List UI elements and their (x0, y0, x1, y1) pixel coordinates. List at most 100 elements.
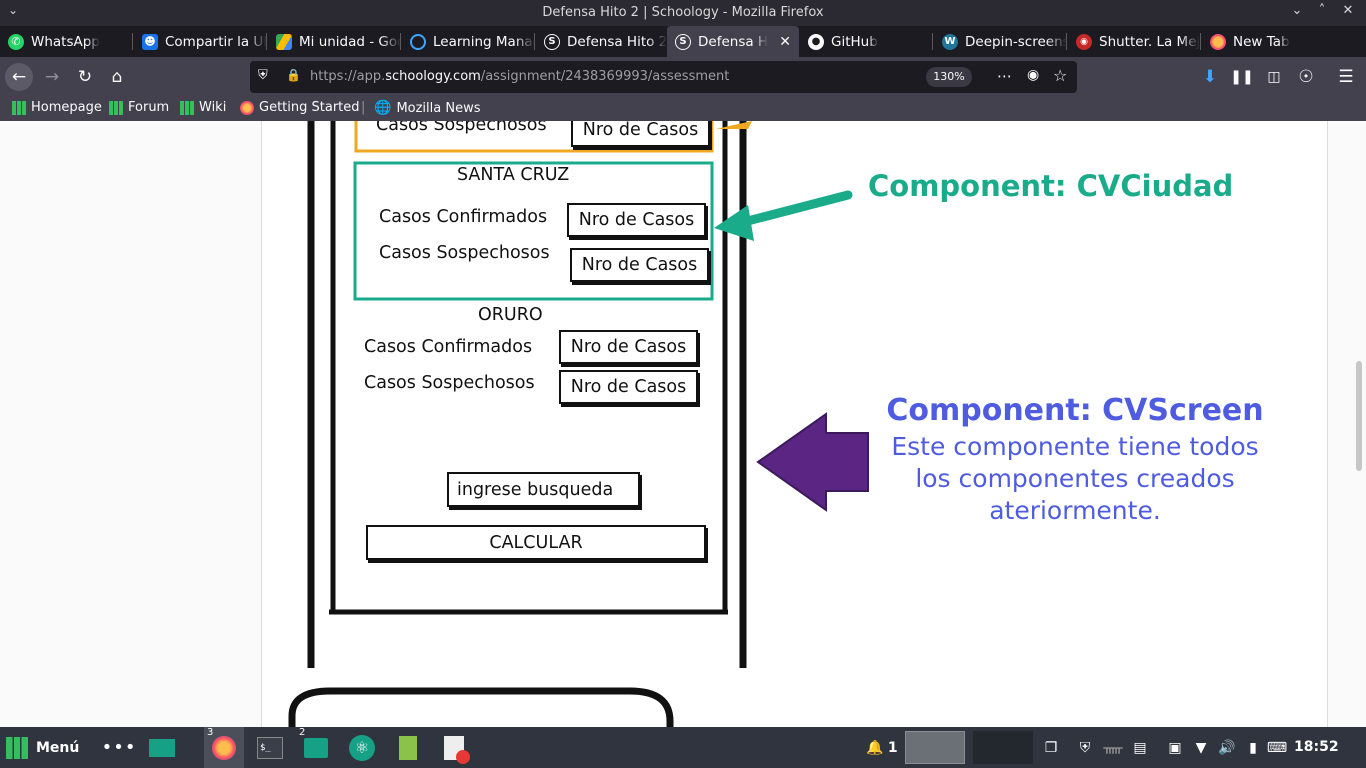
tab-label: WhatsApp (31, 33, 100, 50)
tab-deepin[interactable]: W Deepin-screens (934, 26, 1067, 57)
close-window-icon[interactable]: ✕ (1342, 3, 1354, 18)
tab-defensa-hito-active[interactable]: S Defensa Hito ✕ (667, 26, 799, 57)
github-icon: ● (808, 33, 824, 50)
loading-icon (410, 33, 426, 50)
keyboard-icon[interactable]: ⌨ (1266, 739, 1288, 756)
maximize-icon[interactable]: ˄ (1318, 3, 1326, 18)
green-arrow-shaft (735, 190, 853, 228)
bell-icon: 🔔 (866, 739, 884, 756)
lock-icon[interactable]: 🔒 (286, 68, 301, 82)
taskbar-atom[interactable]: ⚛ (342, 727, 382, 768)
sc-confirmed-label: Casos Confirmados (379, 207, 548, 227)
cvscreen-description: Este componente tiene todos los componen… (880, 431, 1270, 527)
scrollbar[interactable] (1356, 361, 1362, 471)
left-gutter (0, 121, 262, 727)
manjaro-logo-icon (6, 736, 28, 759)
cvscreen-annotation: Component: CVScreen (886, 393, 1264, 428)
tab-learning[interactable]: Learning Manag (402, 26, 535, 57)
clock[interactable]: 18:52 (1294, 739, 1339, 755)
bookmark-label: Homepage (31, 100, 102, 115)
shield-icon[interactable]: ⛨ (258, 68, 268, 83)
taskbar-files[interactable]: 2 (296, 727, 336, 768)
update-shield-icon[interactable]: ⛨ (1079, 739, 1091, 756)
manjaro-icon (109, 100, 123, 115)
bookmark-getting-started[interactable]: Getting Started (240, 100, 360, 115)
tab-defensa-hito-2[interactable]: S Defensa Hito 2 (536, 26, 667, 57)
account-icon[interactable]: ☉ (1298, 67, 1314, 87)
reload-button[interactable]: ↻ (77, 67, 93, 87)
forward-button[interactable]: → (44, 67, 60, 87)
downloads-icon[interactable]: ⬇ (1202, 67, 1218, 87)
bookmark-label: Wiki (199, 100, 227, 115)
text-editor-icon (444, 735, 470, 764)
tab-compartir[interactable]: ☻ Compartir la UR (134, 26, 267, 57)
window-switcher-icon[interactable]: ❐ (1044, 739, 1058, 756)
zoom-level[interactable]: 130% (926, 67, 972, 87)
or-confirmed-value: Nro de Casos (559, 330, 698, 364)
manjaro-icon (180, 100, 194, 115)
bookmark-separator: | (361, 100, 366, 115)
url-path: /assignment/2438369993/assessment (480, 69, 730, 84)
sc-confirmed-value: Nro de Casos (567, 203, 706, 237)
tab-shutter[interactable]: ◉ Shutter. La Mej (1068, 26, 1201, 57)
bookmark-star-icon[interactable]: ☆ (1053, 66, 1068, 85)
atom-icon: ⚛ (349, 734, 375, 761)
files-window-count: 2 (299, 727, 306, 738)
close-tab-icon[interactable]: ✕ (779, 33, 791, 50)
tab-label: Compartir la UR (165, 33, 267, 50)
mockup-image (288, 121, 869, 727)
show-desktop-icon[interactable] (144, 727, 180, 768)
battery-icon[interactable]: ▮ (1249, 739, 1257, 756)
city-oruro: ORURO (478, 305, 543, 325)
bluetooth-icon[interactable]: ᚅ (1103, 739, 1123, 756)
wifi-icon[interactable]: ▼ (1195, 739, 1207, 756)
page-actions-icon[interactable]: ⋯ (997, 67, 1012, 85)
taskbar-archive[interactable] (388, 727, 428, 768)
bookmark-homepage[interactable]: Homepage (12, 100, 102, 115)
library-icon[interactable]: ❚❚ (1230, 69, 1254, 85)
minimize-icon[interactable]: ⌄ (1291, 3, 1303, 18)
tab-new-tab[interactable]: New Tab (1202, 26, 1328, 57)
terminal-icon: $_ (257, 736, 283, 759)
green-arrow-head (714, 205, 754, 241)
menu-icon[interactable]: ☰ (1338, 67, 1354, 87)
or-confirmed-label: Casos Confirmados (364, 337, 533, 357)
url-text[interactable]: https://app.schoology.com/assignment/243… (310, 69, 729, 84)
taskbar-editor[interactable] (434, 727, 474, 768)
workspace-number: 1 (887, 739, 898, 756)
volume-icon[interactable]: 🔊 (1218, 739, 1236, 756)
taskbar-firefox[interactable]: 3 (204, 727, 244, 768)
tab-whatsapp[interactable]: ✆ WhatsApp (0, 26, 133, 57)
start-menu-button[interactable]: Menú (6, 727, 86, 768)
tab-mi-unidad[interactable]: Mi unidad - Goo (268, 26, 401, 57)
taskbar-terminal[interactable]: $_ (250, 727, 290, 768)
screenshot-icon[interactable]: ▣ (1168, 739, 1182, 756)
folder-icon (304, 737, 328, 758)
sidebar-icon[interactable]: ◫ (1267, 69, 1281, 85)
tab-label: Deepin-screens (965, 33, 1067, 50)
tab-github[interactable]: ● GitHub (800, 26, 933, 57)
back-button[interactable]: ← (5, 63, 33, 91)
tab-label: New Tab (1233, 33, 1290, 50)
globe-icon: 🌐 (374, 100, 392, 116)
city-santa-cruz: SANTA CRUZ (457, 165, 570, 185)
workspace-1[interactable] (904, 727, 966, 768)
or-suspected-value: Nro de Casos (559, 370, 698, 404)
tab-label: Learning Manag (433, 33, 535, 50)
bookmark-forum[interactable]: Forum (109, 100, 169, 115)
tab-label: Shutter. La Mej (1099, 33, 1201, 50)
bookmark-mozilla-news[interactable]: 🌐 Mozilla News (374, 100, 481, 116)
tab-label: Defensa Hito 2 (567, 33, 667, 50)
clipboard-icon[interactable]: ▤ (1133, 739, 1147, 756)
app-grid-icon[interactable]: ••• (101, 737, 137, 758)
home-button[interactable]: ⌂ (111, 67, 123, 87)
notifications-indicator[interactable]: 🔔 1 (864, 727, 900, 768)
sc-suspected-value: Nro de Casos (570, 248, 709, 282)
bookmark-wiki[interactable]: Wiki (180, 100, 226, 115)
address-bar[interactable]: ⛨ 🔒 https://app.schoology.com/assignment… (250, 61, 1077, 93)
taskbar: Menú ••• 3 $_ 2 ⚛ 🔔 1 ❐ ⛨ ᚅ ▤ ▣ ▼ 🔊 ▮ ⌨ … (0, 727, 1366, 768)
workspace-2[interactable] (972, 727, 1034, 768)
pocket-icon[interactable]: ◉ (1027, 67, 1040, 83)
top-suspected-value: Nro de Casos (571, 121, 710, 147)
window-menu-icon[interactable]: ⌄ (8, 3, 19, 17)
